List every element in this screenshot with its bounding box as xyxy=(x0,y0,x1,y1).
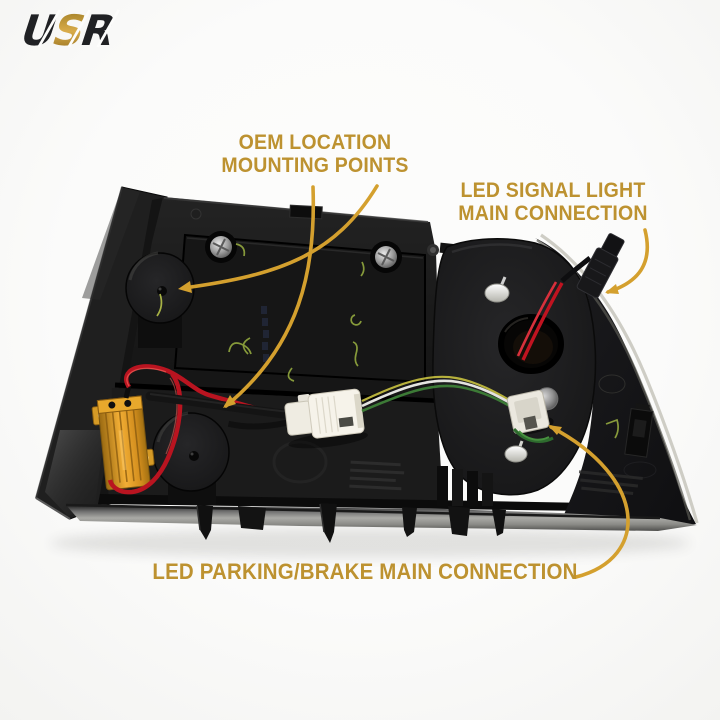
annotation-oem-line1: OEM LOCATION xyxy=(238,131,392,154)
annotation-signal-line1: LED SIGNAL LIGHT xyxy=(460,179,646,202)
top-notch xyxy=(289,204,323,220)
annotation-arrows xyxy=(178,184,650,579)
push-pin-fastener-bottom xyxy=(504,440,528,463)
pod-lower-ribs xyxy=(437,466,493,506)
molded-circle-detail xyxy=(272,440,328,484)
resistor-red-wires xyxy=(107,364,263,495)
led-parking-brake-connector xyxy=(506,387,559,435)
paint-marking-squiggles xyxy=(156,243,619,439)
product-shadow xyxy=(50,528,690,558)
factory-marking-blue xyxy=(261,306,269,362)
push-pin-fastener-top xyxy=(484,276,510,303)
green-wires xyxy=(512,427,554,443)
mounting-screw-1 xyxy=(205,231,237,263)
mounting-screw-2 xyxy=(370,241,402,273)
arrow-to-mounting-point-bottom xyxy=(224,185,316,408)
signal-wires-red xyxy=(516,256,592,361)
molded-text-block xyxy=(349,460,405,491)
annotation-signal-line2: MAIN CONNECTION xyxy=(458,202,648,225)
housing-bottom-edge xyxy=(66,505,697,531)
annotation-led-parking-brake: LED PARKING/BRAKE MAIN CONNECTION xyxy=(142,560,588,584)
usr-logo: USR xyxy=(14,7,122,56)
led-load-resistor xyxy=(91,395,155,491)
annotation-parking-text: LED PARKING/BRAKE MAIN CONNECTION xyxy=(152,559,578,584)
top-post xyxy=(190,208,202,220)
wire-ribbon xyxy=(361,375,514,413)
mounting-pegs xyxy=(196,503,506,543)
wire-harness xyxy=(145,391,297,420)
parking-brake-harness-connector xyxy=(227,388,368,449)
lens-clip xyxy=(624,403,654,458)
arrow-to-mounting-point-top xyxy=(182,184,379,290)
led-signal-connector xyxy=(576,233,625,299)
arrow-to-parking-brake-connector xyxy=(549,425,630,579)
annotation-oem-line2: MOUNTING POINTS xyxy=(221,154,409,177)
bulb-cover-cap-bottom xyxy=(152,411,230,505)
annotation-oem-mounting: OEM LOCATION MOUNTING POINTS xyxy=(185,131,445,177)
annotation-led-signal: LED SIGNAL LIGHT MAIN CONNECTION xyxy=(423,179,683,225)
